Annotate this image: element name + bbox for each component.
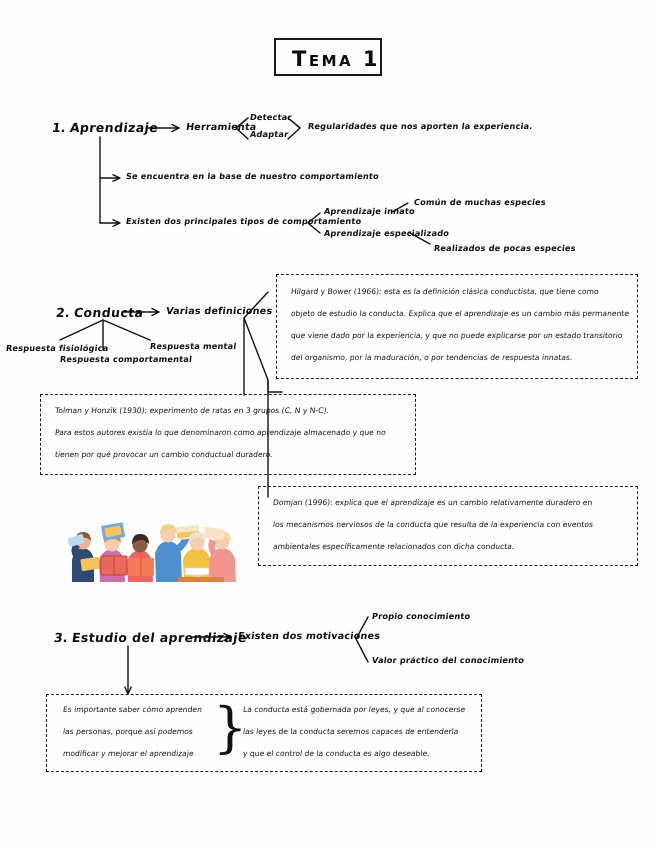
section1-bracket-result: Regularidades que nos aporten la experie… <box>307 121 534 131</box>
tolman-line-2: Para estos autores existía lo que denomi… <box>54 428 387 437</box>
bottom-left-line-1: Es importante saber cómo aprenden <box>62 705 203 714</box>
hilgard-line-3: que viene dado por la experiencia, y que… <box>290 331 624 340</box>
section3-motivations-label: Existen dos motivaciones <box>237 631 381 642</box>
section1-branch-tipos: Existen dos principales tipos de comport… <box>125 216 363 226</box>
section1-branch-base: Se encuentra en la base de nuestro compo… <box>125 171 380 181</box>
section1-type-innato-detail: Común de muchas especies <box>413 197 547 207</box>
bottom-right-line-2: las leyes de la conducta seremos capaces… <box>242 727 459 736</box>
definition-box-hilgard-bower: Hilgard y Bower (1966): esta es la defin… <box>276 274 638 379</box>
tolman-line-1: Tolman y Honzik (1930): experimento de r… <box>54 406 330 415</box>
students-with-books-illustration <box>58 498 238 582</box>
section3-number: 3. <box>53 630 70 645</box>
bottom-left-line-2: las personas, porque así podemos <box>62 727 194 736</box>
section2-response-comportamental: Respuesta comportamental <box>59 354 193 364</box>
definition-box-domjan: Domjan (1996): explica que el aprendizaj… <box>258 486 638 566</box>
section1-heading: Aprendizaje <box>69 120 160 135</box>
section1-number: 1. <box>51 120 68 135</box>
title-box: Tema 1 <box>274 38 382 76</box>
section1-tool-label: Herramienta <box>185 122 258 133</box>
tolman-line-3: tienen por qué provocar un cambio conduc… <box>54 450 274 459</box>
section2-response-mental: Respuesta mental <box>149 341 238 351</box>
definition-box-tolman-honzik: Tolman y Honzik (1930): experimento de r… <box>40 394 416 475</box>
domjan-line-2: los mecanismos nerviosos de la conducta … <box>272 520 594 529</box>
section2-number: 2. <box>55 305 72 320</box>
domjan-line-3: ambientales específicamente relacionados… <box>272 542 515 551</box>
hilgard-line-1: Hilgard y Bower (1966): esta es la defin… <box>290 287 600 296</box>
section3-motivation-propio: Propio conocimiento <box>371 611 472 621</box>
bottom-left-line-3: modificar y mejorar el aprendizaje <box>62 749 195 758</box>
summary-brace: } <box>213 696 248 759</box>
section1-bracket-item-detectar: Detectar <box>249 112 293 122</box>
section3-heading: Estudio del aprendizaje <box>71 630 248 645</box>
section2-response-fisiologica: Respuesta fisiológica <box>5 343 110 353</box>
domjan-line-1: Domjan (1996): explica que el aprendizaj… <box>272 498 593 507</box>
section2-definitions-label: Varias definiciones <box>165 306 273 317</box>
page-title: Tema 1 <box>292 47 381 71</box>
section2-heading: Conducta <box>73 305 145 320</box>
section1-type-innato: Aprendizaje innato <box>323 206 416 216</box>
hilgard-line-2: objeto de estudio la conducta. Explica q… <box>290 309 630 318</box>
section1-type-especializado: Aprendizaje especializado <box>323 228 450 238</box>
hilgard-line-4: del organismo, por la maduración, o por … <box>290 353 573 362</box>
section3-motivation-valor: Valor práctico del conocimiento <box>371 655 525 665</box>
bottom-summary-box: Es importante saber cómo aprenden las pe… <box>46 694 482 772</box>
section1-type-especializado-detail: Realizados de pocas especies <box>433 243 577 253</box>
bottom-right-line-1: La conducta está gobernada por leyes, y … <box>242 705 466 714</box>
bottom-right-line-3: y que el control de la conducta es algo … <box>242 749 431 758</box>
section1-bracket-item-adaptar: Adaptar <box>249 129 290 139</box>
